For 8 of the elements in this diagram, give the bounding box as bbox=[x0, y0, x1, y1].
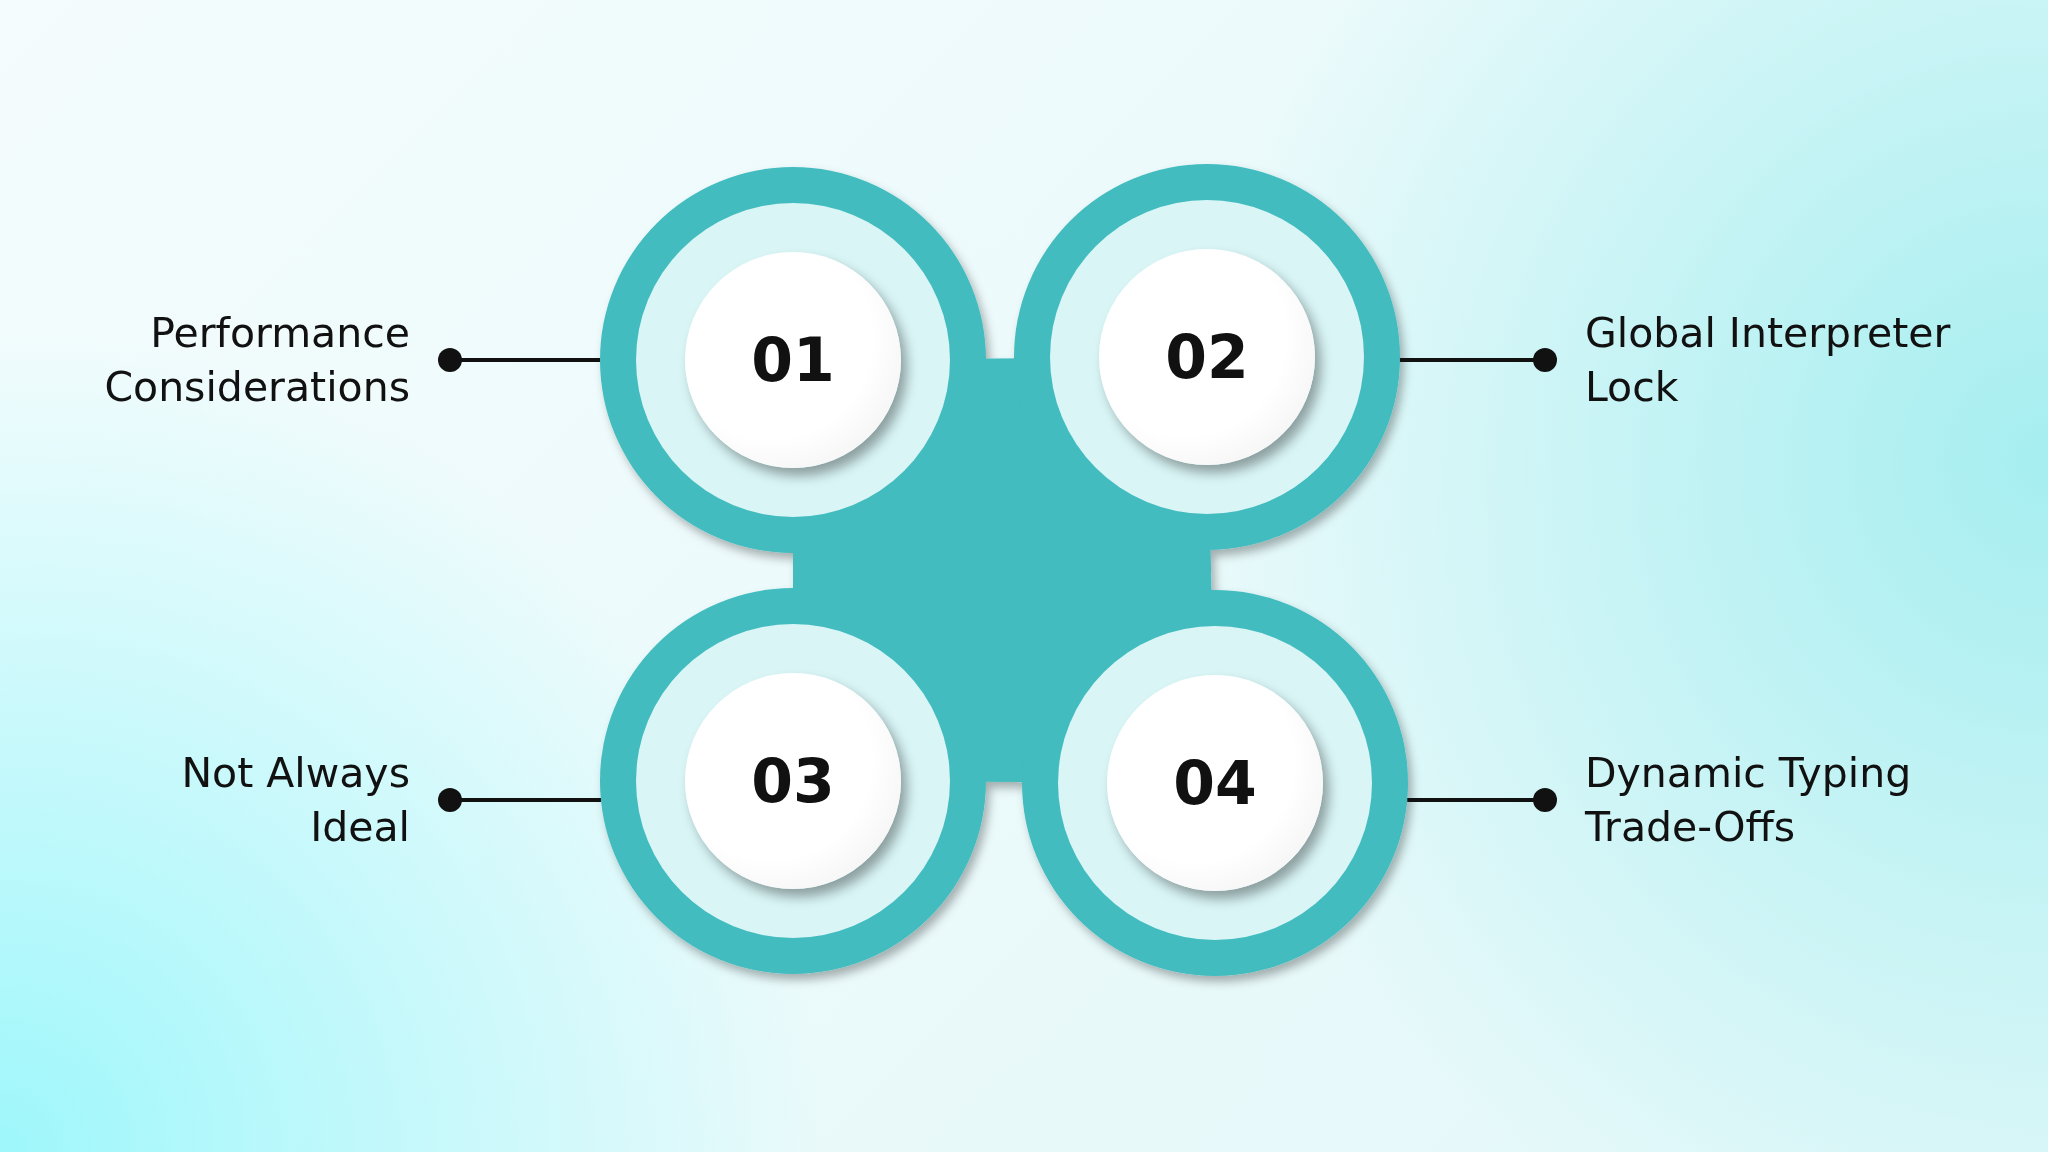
item-label: Performance Considerations bbox=[103, 308, 410, 413]
leader-line bbox=[438, 788, 601, 812]
leader-line bbox=[438, 348, 600, 372]
item-label: Not Always Ideal bbox=[180, 748, 410, 853]
leader-line bbox=[1407, 788, 1557, 812]
item-label: Dynamic Typing Trade-Offs bbox=[1585, 748, 1913, 853]
item-label: Global Interpreter Lock bbox=[1585, 308, 1952, 413]
leader-line bbox=[1400, 348, 1557, 372]
